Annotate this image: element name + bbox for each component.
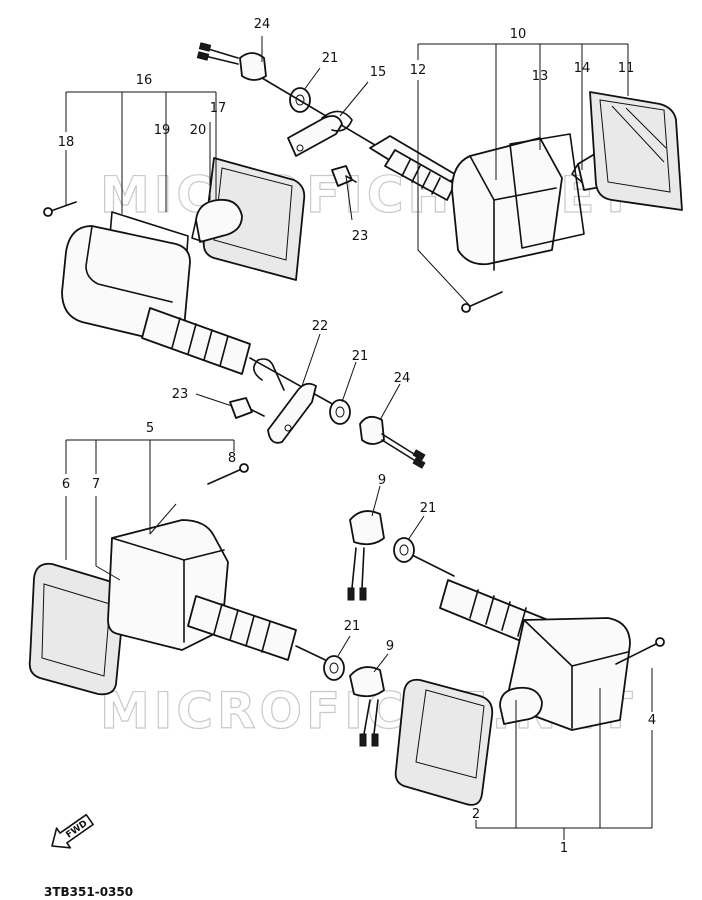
callout-19: 19 bbox=[154, 123, 171, 138]
flasher-assembly-front-right bbox=[347, 510, 665, 806]
fwd-arrow-icon: FWD bbox=[51, 813, 94, 849]
callout-11: 11 bbox=[618, 61, 635, 76]
flasher-assembly-front-left bbox=[28, 463, 385, 747]
flasher-assembly-rear-left bbox=[43, 157, 426, 469]
flasher-assembly-rear-right bbox=[196, 42, 683, 313]
callout-9a: 9 bbox=[378, 473, 386, 488]
callout-5: 5 bbox=[146, 421, 154, 436]
callout-6: 6 bbox=[62, 477, 70, 492]
callout-12: 12 bbox=[410, 63, 427, 78]
callout-2: 2 bbox=[472, 807, 480, 822]
callout-21d: 21 bbox=[344, 619, 361, 634]
callout-21a: 21 bbox=[322, 51, 339, 66]
callout-21c: 21 bbox=[420, 501, 437, 516]
callout-24a: 24 bbox=[254, 17, 271, 32]
callout-1: 1 bbox=[560, 841, 568, 856]
callout-15: 15 bbox=[370, 65, 387, 80]
callout-14: 14 bbox=[574, 61, 591, 76]
callout-16: 16 bbox=[136, 73, 153, 88]
callout-4: 4 bbox=[648, 713, 656, 728]
callout-21b: 21 bbox=[352, 349, 369, 364]
callout-7: 7 bbox=[92, 477, 100, 492]
callout-13: 13 bbox=[532, 69, 549, 84]
callout-23a: 23 bbox=[352, 229, 369, 244]
callout-18: 18 bbox=[58, 135, 75, 150]
callout-22: 22 bbox=[312, 319, 329, 334]
callout-9b: 9 bbox=[386, 639, 394, 654]
callout-17: 17 bbox=[210, 101, 227, 116]
callout-24b: 24 bbox=[394, 371, 411, 386]
callout-10: 10 bbox=[510, 27, 527, 42]
callout-8: 8 bbox=[228, 451, 236, 466]
callout-numbers: 24 21 15 23 10 12 13 14 11 16 18 19 20 1… bbox=[58, 17, 656, 856]
leader-lines bbox=[65, 36, 653, 840]
callout-23b: 23 bbox=[172, 387, 189, 402]
callout-20: 20 bbox=[190, 123, 207, 138]
part-code: 3TB351-0350 bbox=[44, 885, 133, 899]
